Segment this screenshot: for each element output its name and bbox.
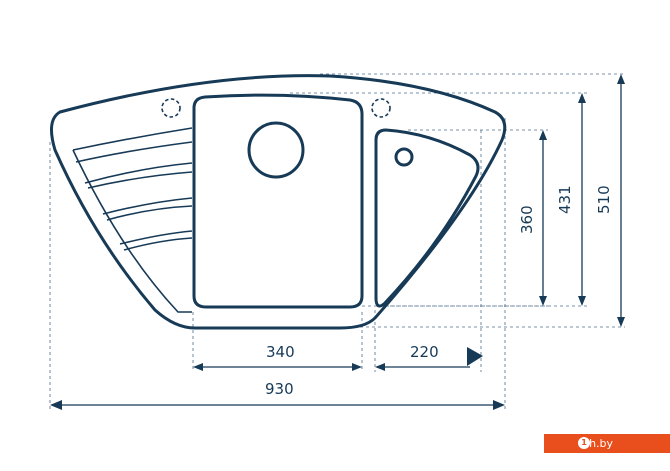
guide-lines [49,73,625,410]
tap-hole-right [371,98,391,118]
drainer-depth-label: 360 [518,205,536,234]
drainer-ribs [72,127,193,313]
main-bowl [192,93,364,309]
tap-hole-left [161,98,181,118]
watermark-logo-icon: 1 [578,437,590,449]
drainer-width-label: 220 [410,343,439,361]
overall-depth-label: 510 [595,185,613,214]
drainer-edge [72,127,193,151]
dimension-overall-width: 930 [50,380,505,410]
sink-outer-contour [49,74,507,330]
dimension-bowl-width: 340 [193,343,362,371]
drainer-inner-edge [72,149,192,313]
secondary-drain [394,147,414,167]
overall-width-label: 930 [265,380,294,398]
watermark-badge: teh.by [544,434,670,453]
dimension-drainer-width: 220 [375,343,483,371]
dimension-overall-depth: 510 [595,74,625,327]
main-drain [247,121,305,179]
bowl-width-label: 340 [266,343,295,361]
secondary-bowl [374,128,480,308]
dimension-bowl-depth: 431 [556,93,586,306]
dimension-drainer-depth: 360 [518,130,547,306]
bowl-depth-label: 431 [556,185,574,214]
